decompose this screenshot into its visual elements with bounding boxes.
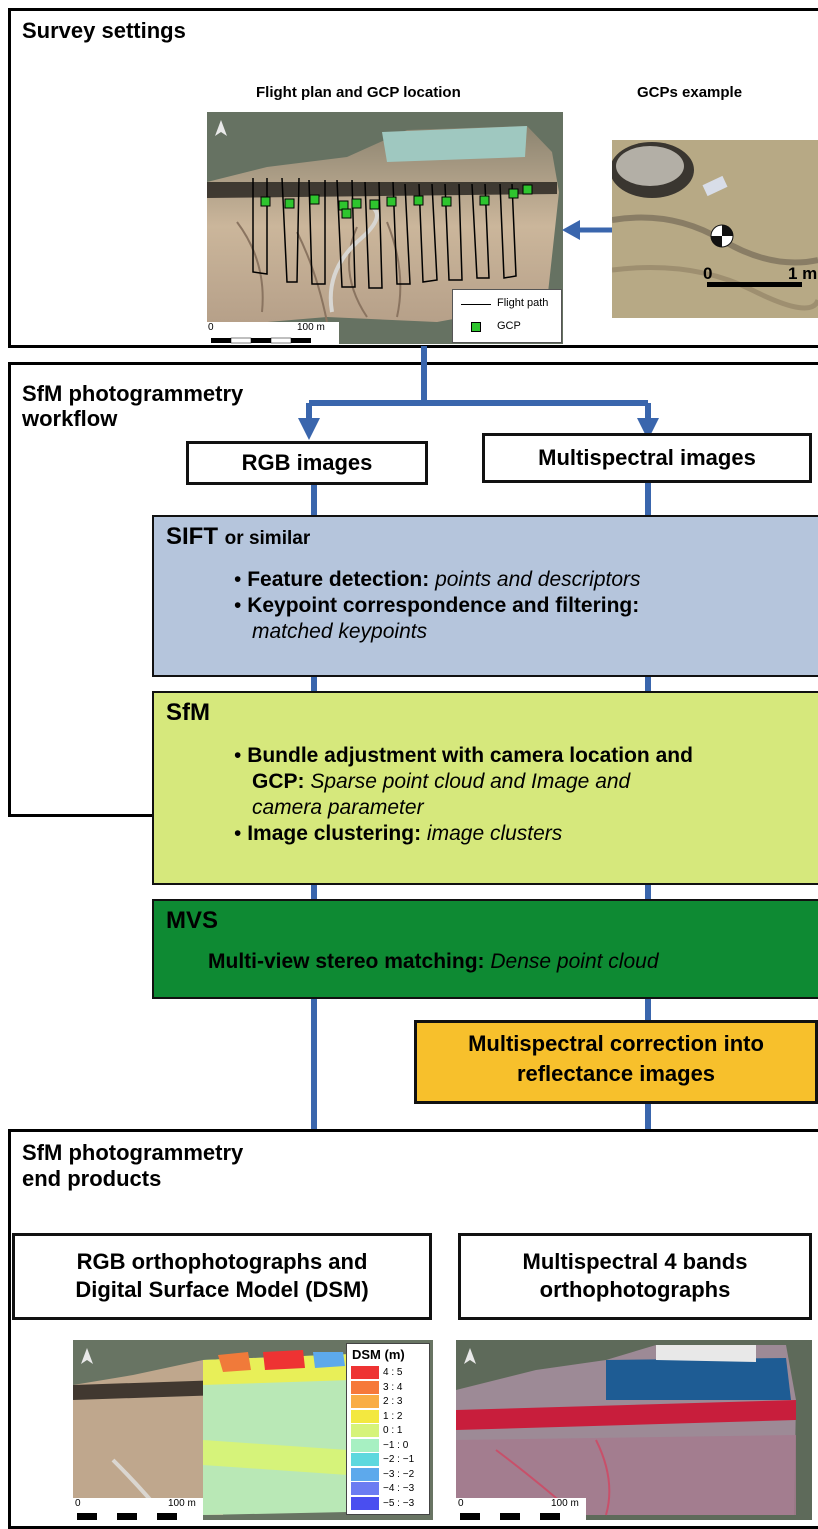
dsm-legend-swatch <box>351 1366 379 1379</box>
gcp-scale-max: 1 m <box>788 264 818 283</box>
arrow-head-ms <box>637 418 659 440</box>
gcp-example-image: 0 1 m <box>612 140 818 318</box>
dsm-legend-swatch <box>351 1453 379 1466</box>
multispectral-images-box: Multispectral images <box>482 433 812 483</box>
mvs-text: Multi-view stereo matching: Dense point … <box>208 950 659 973</box>
sfm-box: SfM • Bundle adjustment with camera loca… <box>152 691 818 885</box>
dsm-legend-swatch <box>351 1380 379 1394</box>
dsm-legend-label: −5 : −3 <box>383 1497 415 1509</box>
dsm-legend-swatch <box>351 1424 379 1437</box>
dsm-legend-title: DSM (m) <box>352 1347 405 1362</box>
multispectral-correction-box: Multispectral correction into reflectanc… <box>414 1020 818 1104</box>
flight-scale-max: 100 m <box>297 322 325 333</box>
flight-plan-map: 0 100 m Flight path GCP <box>207 112 563 344</box>
rgb-product-line2: Digital Surface Model (DSM) <box>75 1277 369 1302</box>
dsm-legend-swatch <box>351 1438 379 1452</box>
legend-flight-path-label: Flight path <box>497 297 549 309</box>
flight-plan-caption: Flight plan and GCP location <box>256 84 461 101</box>
gcp-example-caption: GCPs example <box>637 84 743 101</box>
gcp-link-arrow <box>562 220 612 240</box>
flight-plan-legend: Flight path GCP <box>452 289 562 343</box>
dsm-legend-label: 3 : 4 <box>383 1381 403 1393</box>
dsm-legend-label: 1 : 2 <box>383 1410 403 1422</box>
ms-product-box: Multispectral 4 bands orthophotographs <box>458 1233 812 1320</box>
dsm-legend-label: −3 : −2 <box>383 1468 415 1480</box>
dsm-legend-label: −1 : 0 <box>383 1439 409 1451</box>
ms-scale-min: 0 <box>458 1498 464 1509</box>
multispectral-image <box>456 1340 812 1520</box>
dsm-legend-swatch <box>351 1409 379 1423</box>
legend-line-sample <box>461 304 491 305</box>
legend-gcp-label: GCP <box>497 320 521 332</box>
correction-line2: reflectance images <box>516 1061 716 1086</box>
ms-product-line2: orthophotographs <box>539 1277 731 1302</box>
rgb-product-box: RGB orthophotographs and Digital Surface… <box>12 1233 432 1320</box>
dsm-legend-label: −2 : −1 <box>383 1454 415 1465</box>
rgb-scale-max: 100 m <box>168 1498 196 1509</box>
arrow-head-rgb <box>298 418 320 440</box>
sift-bullet-2: • Keypoint correspondence and filtering: <box>234 594 640 617</box>
rgb-product-line1: RGB orthophotographs and <box>76 1249 368 1274</box>
flight-scale-min: 0 <box>208 322 214 333</box>
sift-bullet-1: • Feature detection: points and descript… <box>234 568 641 591</box>
dsm-legend-swatch <box>351 1467 379 1481</box>
sfm-bullet-1: • Bundle adjustment with camera location… <box>234 744 693 767</box>
rgb-images-box: RGB images <box>186 441 428 485</box>
sfm-bullet-2: • Image clustering: image clusters <box>234 822 563 845</box>
dsm-legend-label: −4 : −3 <box>383 1483 415 1494</box>
legend-gcp-marker <box>471 322 481 332</box>
rgb-dsm-image <box>73 1340 433 1520</box>
mvs-title: MVS <box>166 907 219 934</box>
end-products-title-line2: end products <box>22 1166 162 1191</box>
rgb-scale-min: 0 <box>75 1498 81 1509</box>
dsm-legend-label: 0 : 1 <box>383 1425 403 1436</box>
survey-settings-title: Survey settings <box>22 18 186 43</box>
sift-title: SIFT or similar <box>166 523 311 550</box>
end-products-title-line1: SfM photogrammetry <box>22 1140 244 1165</box>
flight-plan-image <box>207 112 563 344</box>
sift-box: SIFT or similar • Feature detection: poi… <box>152 515 818 677</box>
workflow-title-line2: workflow <box>22 406 118 431</box>
sfm-bullet-1-line2: GCP: Sparse point cloud and Image and <box>252 770 631 793</box>
dsm-legend-swatch <box>351 1395 379 1408</box>
mvs-box: MVS Multi-view stereo matching: Dense po… <box>152 899 818 999</box>
sfm-bullet-1-line3: camera parameter <box>252 796 424 819</box>
gcp-scale-min: 0 <box>703 264 713 283</box>
dsm-legend-swatch <box>351 1496 379 1510</box>
sfm-title: SfM <box>166 699 210 726</box>
workflow-title-line1: SfM photogrammetry <box>22 381 244 406</box>
ms-product-line1: Multispectral 4 bands <box>522 1249 748 1274</box>
dsm-legend-swatch <box>351 1482 379 1495</box>
dsm-legend: DSM (m) 4 : 5 3 : 4 2 : 3 1 : 2 0 : 1 −1 : 0 −… <box>346 1343 430 1515</box>
correction-line1: Multispectral correction into <box>468 1031 764 1056</box>
sift-bullet-2-detail: matched keypoints <box>252 620 428 643</box>
multispectral-map: 0 100 m <box>456 1340 812 1520</box>
ms-scale-max: 100 m <box>551 1498 579 1509</box>
dsm-legend-label: 2 : 3 <box>383 1396 403 1407</box>
dsm-legend-label: 4 : 5 <box>383 1367 403 1378</box>
